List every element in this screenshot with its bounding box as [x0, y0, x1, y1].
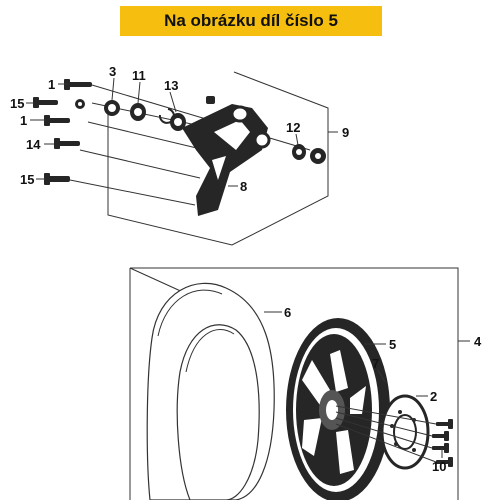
callout-12: 12 — [286, 120, 300, 135]
callout-8: 8 — [240, 179, 247, 194]
swing-arm-bracket — [182, 104, 271, 216]
callout-6: 6 — [284, 305, 291, 320]
callout-3: 3 — [109, 64, 116, 79]
callout-1-middle: 1 — [20, 113, 27, 128]
hub-leader-lines — [335, 405, 437, 463]
callout-7: 7 — [372, 356, 379, 371]
callout-5: 5 — [389, 337, 396, 352]
callout-15-bottom: 15 — [20, 172, 34, 187]
bolt-1-middle — [44, 115, 70, 126]
bearing-13 — [170, 113, 186, 131]
valve-stem — [382, 380, 387, 394]
callout-leaders — [26, 77, 470, 458]
bolt-14 — [54, 138, 80, 149]
bolt-15-bottom — [44, 173, 70, 185]
nut-9 — [310, 148, 326, 164]
bearing-12 — [292, 144, 306, 160]
callout-4: 4 — [474, 334, 482, 349]
disc-bolts — [432, 419, 453, 467]
callout-1-top: 1 — [48, 77, 55, 92]
callout-2: 2 — [430, 389, 437, 404]
brake-disc — [380, 394, 430, 470]
washer-small-top — [75, 99, 85, 109]
upper-assembly-box — [107, 71, 329, 246]
banner-text: Na obrázku díl číslo 5 — [164, 11, 338, 30]
bearing-3 — [104, 100, 120, 116]
bolt-1-top — [64, 79, 92, 90]
callout-11: 11 — [132, 68, 146, 83]
callout-15-top: 15 — [10, 96, 24, 111]
callout-10: 10 — [432, 459, 446, 474]
callout-13: 13 — [164, 78, 178, 93]
lower-assembly-box — [129, 267, 459, 500]
bearing-11 — [130, 103, 146, 121]
small-cap — [206, 96, 215, 104]
wheel-rim — [286, 318, 390, 500]
tire — [146, 282, 275, 500]
callout-9: 9 — [342, 125, 349, 140]
callout-14: 14 — [26, 137, 41, 152]
title-banner: Na obrázku díl číslo 5 — [120, 6, 382, 36]
bolt-15-top — [33, 97, 58, 108]
